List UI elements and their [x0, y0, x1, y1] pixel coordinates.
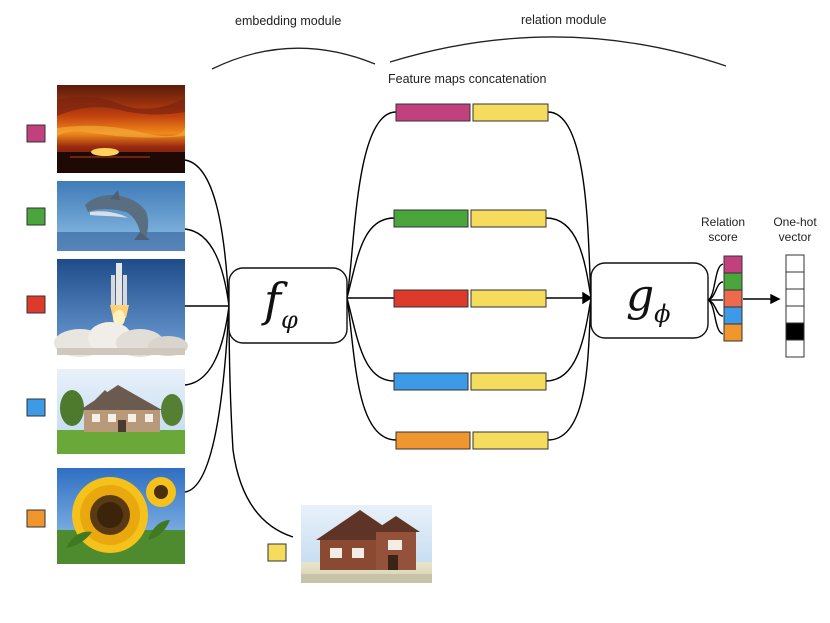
score-cell-green — [723, 272, 743, 291]
relation-module-label: relation module — [521, 13, 607, 27]
score-cell-blue — [723, 306, 743, 325]
embedding-function-sub: φ — [281, 306, 298, 334]
embedding-module-label: embedding module — [235, 14, 342, 28]
image-sunset — [57, 85, 185, 173]
one-hot-vector-label: One-hot vector — [770, 215, 820, 245]
relation-function-symbol: gϕ — [626, 268, 671, 342]
one-hot-cell — [785, 322, 805, 341]
relation-score-line1: Relation — [700, 215, 746, 229]
feature-map-query — [470, 209, 547, 228]
swatch-green — [26, 207, 46, 226]
image-rocket-launch — [54, 259, 188, 357]
score-cell-orange — [723, 323, 743, 342]
image-dolphin — [57, 181, 185, 251]
feature-map-orange — [395, 431, 471, 450]
one-hot-cell — [785, 305, 805, 324]
swatch-orange — [26, 509, 46, 528]
embedding-function-symbol: fφ — [264, 272, 298, 348]
relation-function-sub: ϕ — [654, 300, 671, 328]
score-cell-magenta — [723, 255, 743, 274]
one-hot-cell — [785, 254, 805, 273]
relation-function-main: g — [626, 270, 655, 321]
feature-maps-concatenation-label: Feature maps concatenation — [388, 72, 547, 86]
one-hot-cell — [785, 288, 805, 307]
score-cell-red — [723, 289, 743, 308]
relation-score-label: Relation score — [700, 215, 746, 245]
one-hot-vector — [785, 254, 805, 358]
image-sunflowers — [57, 468, 185, 564]
feature-map-blue — [393, 372, 469, 391]
input-connectors — [184, 159, 294, 538]
relation-score-column — [723, 255, 743, 342]
feature-map-query — [472, 103, 549, 122]
feature-map-magenta — [395, 103, 471, 122]
class-swatches — [26, 124, 287, 562]
feature-map-pairs — [393, 103, 549, 450]
embedding-function-main: f — [264, 273, 282, 327]
image-house — [57, 369, 185, 454]
fanin-connectors — [545, 111, 593, 441]
swatch-magenta — [26, 124, 46, 143]
embedding-module-arc — [211, 47, 376, 70]
fanout-connectors — [346, 111, 397, 441]
relation-score-line2: score — [708, 230, 738, 244]
embedding-module-box — [228, 267, 348, 344]
swatch-query-yellow — [267, 543, 287, 562]
relation-module-arc — [389, 36, 727, 67]
one-hot-line2: vector — [778, 230, 812, 244]
swatch-blue — [26, 398, 46, 417]
one-hot-cell — [785, 339, 805, 358]
feature-map-query — [470, 289, 547, 308]
image-query-house — [301, 505, 432, 583]
feature-map-green — [393, 209, 469, 228]
score-connectors — [707, 263, 781, 335]
feature-map-query — [470, 372, 547, 391]
one-hot-cell — [785, 271, 805, 290]
one-hot-line1: One-hot — [773, 215, 817, 229]
feature-map-red — [393, 289, 469, 308]
feature-map-query — [472, 431, 549, 450]
swatch-red — [26, 295, 46, 314]
